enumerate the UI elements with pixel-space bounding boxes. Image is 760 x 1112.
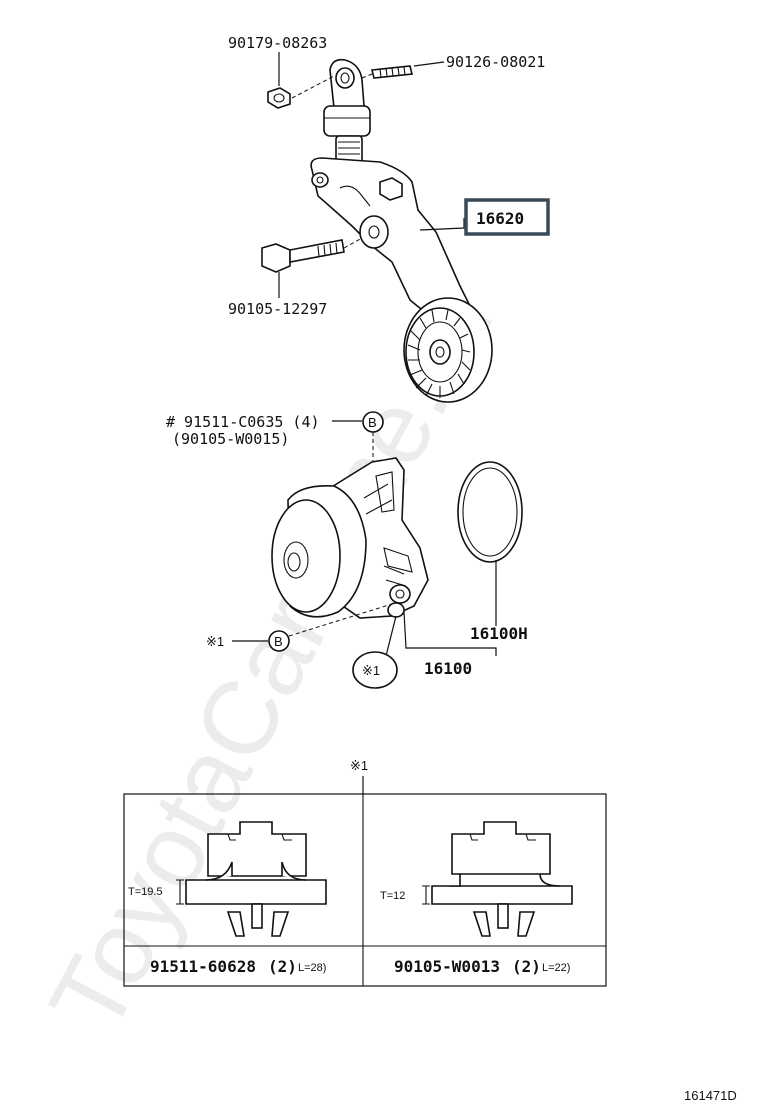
diagram-id: 161471D	[684, 1088, 737, 1103]
gasket-drawing	[457, 461, 523, 563]
marker-b-top-label: B	[368, 415, 377, 430]
label-pump-bolt-part[interactable]: # 91511-C0635 (4)	[166, 413, 320, 431]
label-tensioner-part[interactable]: 16620	[476, 209, 524, 228]
note1-callout	[352, 651, 398, 689]
detail-left-length: L=28)	[298, 962, 326, 974]
label-nut-part[interactable]: 90179-08263	[228, 34, 327, 52]
label-gasket-part[interactable]: 16100H	[470, 624, 528, 643]
detail-table	[123, 793, 607, 987]
label-stud-part[interactable]: 90126-08021	[446, 53, 545, 71]
detail-right-thickness: T=12	[380, 890, 405, 902]
note1-left-label: ※1	[206, 634, 224, 649]
detail-left-thickness: T=19.5	[128, 886, 163, 898]
tensioner-arm-drawing	[310, 157, 472, 319]
label-pump-bolt-alt-part[interactable]: (90105-W0015)	[172, 430, 289, 448]
detail-left-qty: (2)	[268, 957, 297, 976]
highlight-box-16620	[464, 198, 550, 236]
detail-right-part[interactable]: 90105-W0013	[394, 957, 500, 976]
detail-left-drawing	[176, 821, 327, 937]
label-water-pump-part[interactable]: 16100	[424, 659, 472, 678]
detail-ref-label: ※1	[350, 758, 368, 773]
damper-drawing	[323, 58, 371, 165]
pulley-drawing	[403, 297, 493, 403]
marker-b-bottom	[268, 630, 290, 652]
bolt-drawing	[261, 239, 345, 273]
nut-drawing	[267, 87, 291, 109]
water-pump-drawing	[271, 457, 429, 619]
note1-callout-label: ※1	[362, 663, 380, 678]
detail-right-qty: (2)	[512, 957, 541, 976]
stud-drawing	[371, 65, 413, 79]
label-bolt-part[interactable]: 90105-12297	[228, 300, 327, 318]
detail-left-part[interactable]: 91511-60628	[150, 957, 256, 976]
tensioner-assembly-drawing	[261, 58, 493, 403]
detail-right-drawing	[422, 821, 573, 937]
marker-b-bottom-label: B	[274, 634, 283, 649]
detail-right-length: L=22)	[542, 962, 570, 974]
